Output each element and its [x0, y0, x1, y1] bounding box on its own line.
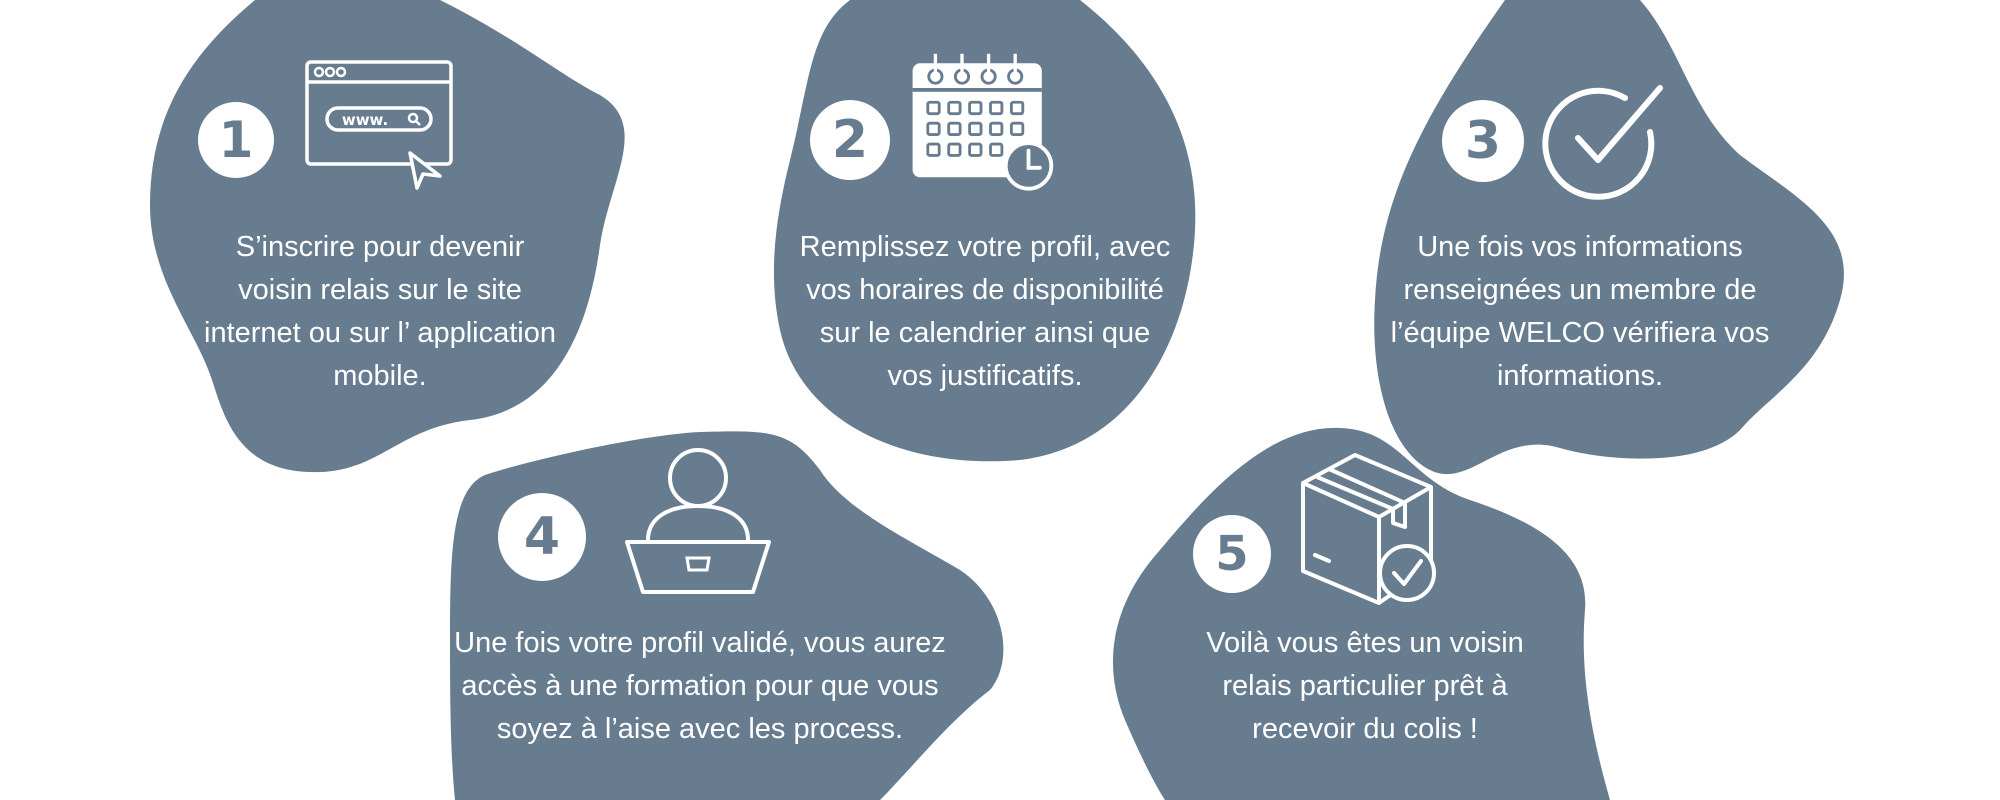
step-2-number-badge: 2 [810, 100, 890, 180]
step-1-number-badge: 1 [198, 102, 274, 178]
package-check-icon [1301, 453, 1436, 605]
step-2-description: Remplissez votre profil, avec vos horair… [799, 231, 1171, 392]
step-3-description: Une fois vos informations renseignées un… [1390, 231, 1770, 392]
checkmark-circle-icon [1542, 85, 1663, 200]
blob-step-1 [150, 0, 625, 473]
step-1-description: S’inscrire pour devenir voisin relais su… [204, 231, 556, 392]
calendar-clock-icon [912, 53, 1054, 191]
step-5-number-badge: 5 [1193, 515, 1271, 593]
step-5-description: Voilà vous êtes un voisin relais particu… [1206, 627, 1524, 745]
step-4-description: Une fois votre profil validé, vous aurez… [454, 627, 946, 745]
blob-step-4 [450, 431, 1004, 800]
step-3-number-badge: 3 [1442, 100, 1524, 182]
website-browser-icon: www. [305, 60, 453, 190]
step-4-number-badge: 4 [498, 493, 586, 581]
person-laptop-icon [625, 448, 771, 594]
browser-url-text: www. [342, 111, 388, 129]
